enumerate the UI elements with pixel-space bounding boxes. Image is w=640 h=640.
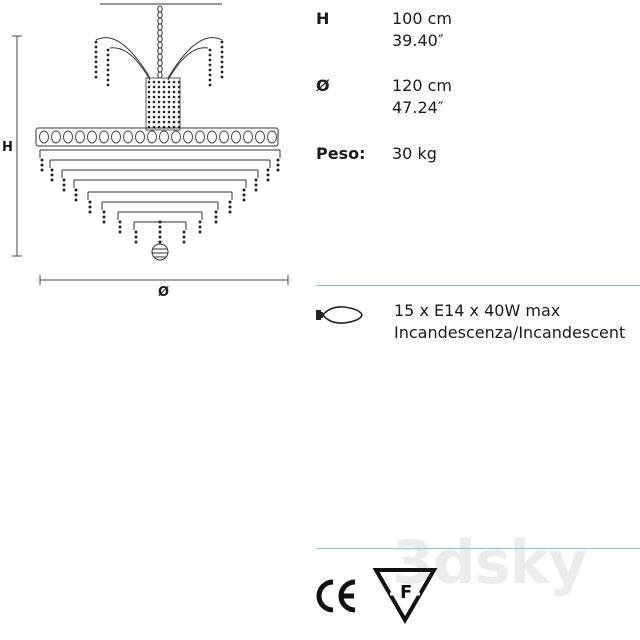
spec-key: Peso:: [316, 144, 366, 163]
spec-diameter: Ø 120 cm 47.24″: [316, 75, 452, 119]
height-dimension-label: H: [2, 140, 13, 155]
ce-mark-icon: [316, 579, 356, 613]
divider-bottom: [316, 548, 640, 549]
f-mark-icon: F: [372, 568, 438, 624]
lamp-spec-line: 15 x E14 x 40W max: [394, 301, 561, 320]
spec-key: H: [316, 9, 330, 28]
spec-value: 100 cm: [392, 9, 453, 28]
spec-value: 30 kg: [392, 144, 437, 163]
spec-weight: Peso: 30 kg: [316, 143, 437, 165]
spec-key: Ø: [316, 76, 330, 95]
diameter-dimension-label: Ø: [158, 285, 170, 300]
f-mark-letter: F: [400, 582, 412, 603]
lamp-type-line: Incandescenza/Incandescent: [394, 323, 626, 342]
spec-value: 47.24″: [392, 98, 444, 117]
e14-candle-bulb-icon: [316, 306, 363, 324]
lamp-info: 15 x E14 x 40W max Incandescenza/Incande…: [316, 300, 625, 342]
spec-value: 39.40″: [392, 31, 444, 50]
spec-height: H 100 cm 39.40″: [316, 8, 452, 52]
divider-top: [316, 285, 640, 286]
chandelier-drawing: [12, 3, 289, 285]
spec-value: 120 cm: [392, 76, 453, 95]
